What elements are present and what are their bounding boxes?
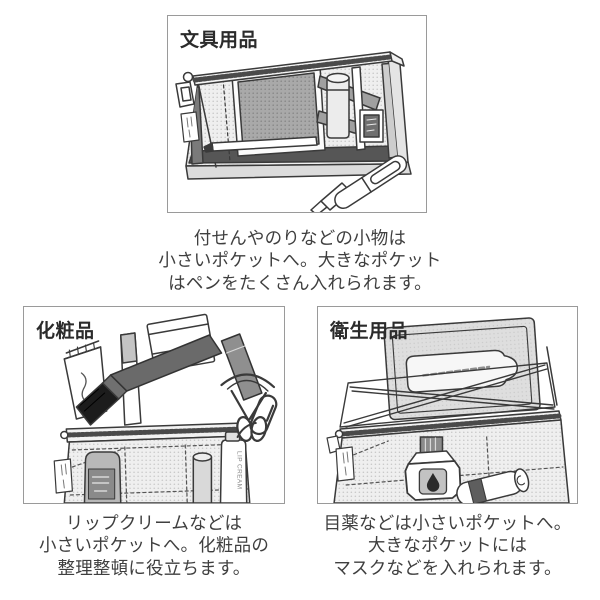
hygiene-pouch-illustration	[326, 317, 570, 503]
lip-balm-stick	[83, 451, 122, 503]
caption-line: マスクなどを入れられます。	[333, 557, 562, 578]
panel-label-stationery: 文具用品	[180, 30, 259, 51]
cosmetics-pouch-illustration: LIP CREAM	[53, 313, 278, 503]
stationery-pouch-illustration	[175, 51, 412, 212]
zipper-teeth	[339, 413, 562, 437]
eye-drop-bottle	[404, 436, 462, 501]
small-cylinder	[192, 452, 213, 503]
brand-tag	[335, 446, 355, 482]
caption-stationery: 付せんやのりなどの小物は 小さいポケットへ。大きなポケット はペンをたくさん入れ…	[100, 227, 500, 294]
caption-line: 付せんやのりなどの小物は	[193, 228, 407, 248]
panel-hygiene: 衛生用品	[317, 306, 578, 504]
glue-stick	[326, 77, 350, 139]
caption-line: 目薬などは小さいポケットへ。	[323, 513, 572, 533]
caption-line: 整理整頓に役立ちます。	[57, 557, 251, 578]
capped-pen	[334, 155, 408, 210]
mascara-stick	[220, 333, 263, 401]
caption-line: 小さいポケットへ。化粧品の	[38, 535, 270, 556]
zipper-teeth	[192, 54, 393, 83]
brand-tag	[53, 458, 73, 494]
rolled-mask	[456, 468, 530, 503]
caption-line: リップクリームなどは	[65, 513, 243, 533]
panel-cosmetics: LIP CREAM	[23, 306, 285, 504]
brand-tag	[180, 111, 200, 143]
carabiner-clip	[236, 394, 278, 438]
zipper-pull	[175, 71, 195, 108]
pouch-bottom	[185, 161, 412, 180]
caption-line: 小さいポケットへ。大きなポケット	[158, 250, 442, 271]
caption-cosmetics: リップクリームなどは 小さいポケットへ。化粧品の 整理整頓に役立ちます。	[24, 512, 284, 579]
caption-line: 大きなポケットには	[367, 535, 528, 556]
drop-icon	[426, 473, 440, 492]
lip-cream-label: LIP CREAM	[236, 451, 243, 489]
panel-label-cosmetics: 化粧品	[36, 321, 95, 342]
lip-cream-tube: LIP CREAM	[219, 431, 248, 503]
makeup-brush	[75, 334, 223, 426]
caption-hygiene: 目薬などは小さいポケットへ。 大きなポケットには マスクなどを入れられます。	[317, 512, 578, 579]
panel-label-hygiene: 衛生用品	[330, 321, 409, 342]
elastic-cross-straps	[339, 362, 556, 428]
panel-stationery: 文具用品	[167, 15, 427, 213]
zipper-teeth	[65, 426, 246, 438]
caption-line: はペンをたくさん入れられます。	[168, 272, 432, 293]
